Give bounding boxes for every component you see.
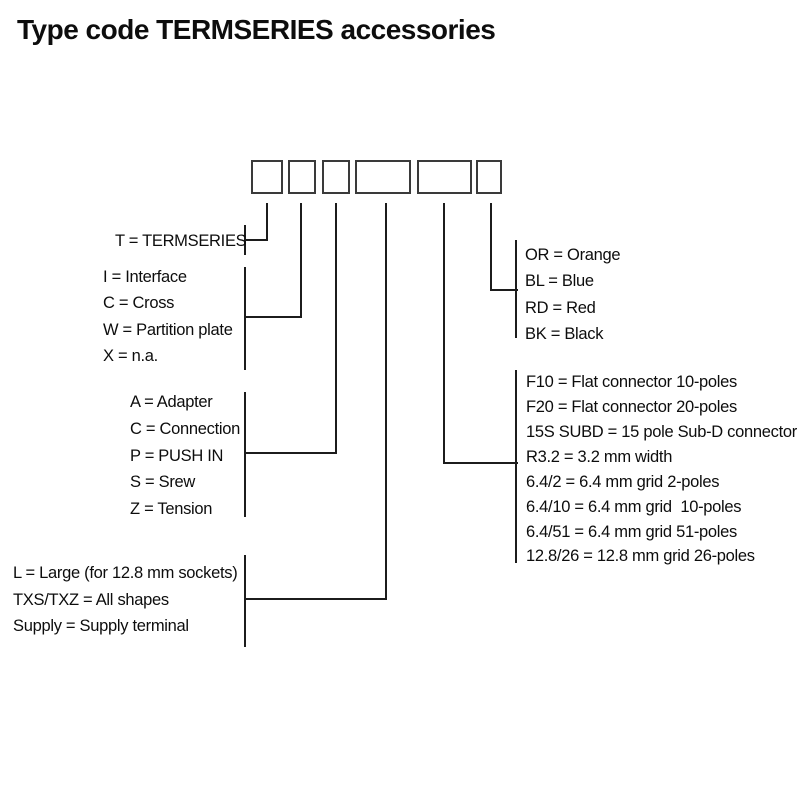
group-tick-connection [244, 392, 246, 517]
group-tick-color [515, 240, 517, 338]
legend-connection-tension: Z = Tension [130, 500, 213, 518]
legend-variant-6-4-2: 6.4/2 = 6.4 mm grid 2-poles [526, 473, 720, 491]
legend-category-cross: C = Cross [103, 294, 175, 312]
legend-color-orange: OR = Orange [525, 246, 621, 264]
legend-shape-large: L = Large (for 12.8 mm sockets) [13, 564, 238, 582]
legend-variant-12-8-26: 12.8/26 = 12.8 mm grid 26-poles [526, 547, 755, 565]
legend-color-red: RD = Red [525, 299, 596, 317]
group-tick-shape [244, 555, 246, 647]
code-box-position-4 [355, 160, 411, 194]
legend-color-blue: BL = Blue [525, 272, 594, 290]
branch-line-pos5-horizontal [443, 462, 518, 464]
legend-connection-adapter: A = Adapter [130, 393, 213, 411]
legend-variant-f10: F10 = Flat connector 10-poles [526, 373, 737, 391]
branch-line-pos2-vertical [300, 203, 302, 318]
branch-line-pos4-horizontal [245, 598, 387, 600]
branch-line-pos6-horizontal [490, 289, 518, 291]
legend-color-black: BK = Black [525, 325, 604, 343]
branch-line-pos5-vertical [443, 203, 445, 464]
legend-variant-f20: F20 = Flat connector 20-poles [526, 398, 737, 416]
legend-shape-all-shapes: TXS/TXZ = All shapes [13, 591, 169, 609]
branch-line-pos2-horizontal [245, 316, 302, 318]
legend-category-partition-plate: W = Partition plate [103, 321, 233, 339]
legend-shape-supply-terminal: Supply = Supply terminal [13, 617, 189, 635]
code-box-position-1 [251, 160, 283, 194]
branch-line-pos6-vertical [490, 203, 492, 291]
code-box-position-2 [288, 160, 316, 194]
branch-line-pos4-vertical [385, 203, 387, 600]
legend-connection-connection: C = Connection [130, 420, 240, 438]
legend-variant-6-4-51: 6.4/51 = 6.4 mm grid 51-poles [526, 523, 737, 541]
group-tick-variant [515, 370, 517, 563]
code-box-position-3 [322, 160, 350, 194]
code-box-position-5 [417, 160, 472, 194]
branch-line-pos1-vertical [266, 203, 268, 241]
legend-connection-srew: S = Srew [130, 473, 196, 491]
page-title: Type code TERMSERIES accessories [17, 14, 496, 45]
branch-line-pos3-vertical [335, 203, 337, 454]
legend-variant-r3-2: R3.2 = 3.2 mm width [526, 448, 673, 466]
group-tick-category [244, 267, 246, 370]
branch-line-pos1-horizontal [245, 239, 268, 241]
legend-connection-push-in: P = PUSH IN [130, 447, 224, 465]
branch-line-pos3-horizontal [245, 452, 337, 454]
code-box-position-6 [476, 160, 502, 194]
legend-category-na: X = n.a. [103, 347, 158, 365]
legend-category-interface: I = Interface [103, 268, 187, 286]
legend-variant-15s-subd: 15S SUBD = 15 pole Sub-D connector [526, 423, 797, 441]
group-tick-termseries [244, 225, 246, 255]
legend-variant-6-4-10: 6.4/10 = 6.4 mm grid 10-poles [526, 498, 742, 516]
legend-termseries-label: T = TERMSERIES [115, 232, 247, 250]
